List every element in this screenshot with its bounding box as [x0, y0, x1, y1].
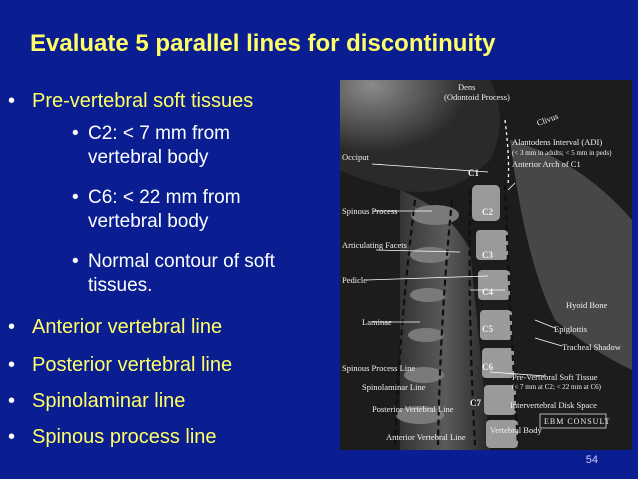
- logo-ebm-consult: EBM CONSULT: [544, 417, 611, 426]
- bullet-posterior: • Posterior vertebral line: [8, 354, 233, 377]
- skull-shadow: [340, 80, 500, 192]
- label-odontoid: (Odontoid Process): [444, 92, 510, 102]
- leader-lines: [365, 163, 563, 377]
- label-anterior-arch: Anterior Arch of C1: [512, 159, 581, 169]
- label-tracheal: Tracheal Shadow: [562, 342, 622, 352]
- parallel-lines: [393, 184, 520, 446]
- bullet-text: Spinolaminar line: [32, 390, 186, 412]
- vertebrae: [472, 185, 518, 448]
- label-articulating-facets: Articulating Facets: [342, 240, 407, 250]
- label-pedicle: Pedicle: [342, 275, 367, 285]
- bullet-dot: •: [8, 90, 16, 112]
- label-c1: C1: [468, 168, 479, 178]
- label-vertebral-body: Vertebral Body: [490, 425, 542, 435]
- bullet-dot: •: [72, 187, 79, 208]
- logo-box: [539, 413, 607, 429]
- label-c7: C7: [470, 398, 481, 408]
- sub-bullet-c6: • C6: < 22 mm from vertebral body: [72, 186, 241, 234]
- label-spinous-process: Spinous Process: [342, 206, 398, 216]
- label-dens: Dens: [458, 82, 475, 92]
- bullet-text: Posterior vertebral line: [32, 354, 233, 376]
- label-laminae: Laminae: [362, 317, 392, 327]
- bullet-dot: •: [8, 390, 16, 412]
- label-adi-note: (< 3 mm in adults; < 5 mm in peds): [512, 149, 612, 157]
- label-c2: C2: [482, 207, 493, 217]
- label-spinolaminar-line: Spinolaminar Line: [362, 382, 426, 392]
- sub-bullet-text: Normal contour of soft: [88, 251, 275, 272]
- bullet-dot: •: [8, 316, 16, 338]
- sub-bullet-text: tissues.: [88, 275, 153, 296]
- label-epiglottis: Epiglottis: [554, 324, 587, 334]
- label-adi: Alantodens Interval (ADI): [512, 137, 602, 147]
- sub-bullet-c2: • C2: < 7 mm from vertebral body: [72, 122, 230, 170]
- sub-bullet-contour: • Normal contour of soft tissues.: [72, 250, 275, 298]
- bullet-anterior: • Anterior vertebral line: [8, 316, 223, 339]
- bullet-dot: •: [8, 426, 16, 448]
- anterior-white-line: [504, 119, 510, 186]
- bullet-spinous: • Spinous process line: [8, 426, 217, 449]
- label-spinous-line: Spinous Process Line: [342, 363, 415, 373]
- label-c5: C5: [482, 324, 493, 334]
- label-c4: C4: [482, 287, 493, 297]
- mandible-shadow: [510, 140, 632, 370]
- bullet-dot: •: [72, 251, 79, 272]
- page-number: 54: [585, 454, 598, 466]
- bullet-dot: •: [8, 354, 16, 376]
- sub-bullet-text: C6: < 22 mm from: [88, 187, 241, 208]
- slide-title: Evaluate 5 parallel lines for discontinu…: [30, 30, 496, 57]
- label-c6: C6: [482, 362, 493, 372]
- label-disk: Intervertebral Disk Space: [510, 400, 597, 410]
- sub-bullet-text: vertebral body: [88, 147, 209, 168]
- bullet-spinolaminar: • Spinolaminar line: [8, 390, 186, 413]
- bullet-dot: •: [72, 123, 79, 144]
- label-occiput: Occiput: [342, 152, 370, 162]
- sub-bullet-text: vertebral body: [88, 211, 209, 232]
- cervical-spine-xray: Dens (Odontoid Process) Clivus Alantoden…: [340, 80, 632, 450]
- label-pre-soft: Pre-Vertebral Soft Tissue: [512, 372, 598, 382]
- bullet-text: Anterior vertebral line: [32, 316, 223, 338]
- bullet-text: Spinous process line: [32, 426, 217, 448]
- bullet-pre-vertebral: • Pre-vertebral soft tissues: [8, 90, 254, 113]
- bullet-text: Pre-vertebral soft tissues: [32, 90, 254, 112]
- label-hyoid: Hyoid Bone: [566, 300, 608, 310]
- sub-bullet-text: C2: < 7 mm from: [88, 123, 230, 144]
- label-anterior-line: Anterior Vertebral Line: [386, 432, 466, 442]
- label-pre-soft-note: (< 7 mm at C2; < 22 mm at C6): [512, 383, 602, 391]
- label-posterior-line: Posterior Vertebral Line: [372, 404, 454, 414]
- label-c3: C3: [482, 250, 493, 260]
